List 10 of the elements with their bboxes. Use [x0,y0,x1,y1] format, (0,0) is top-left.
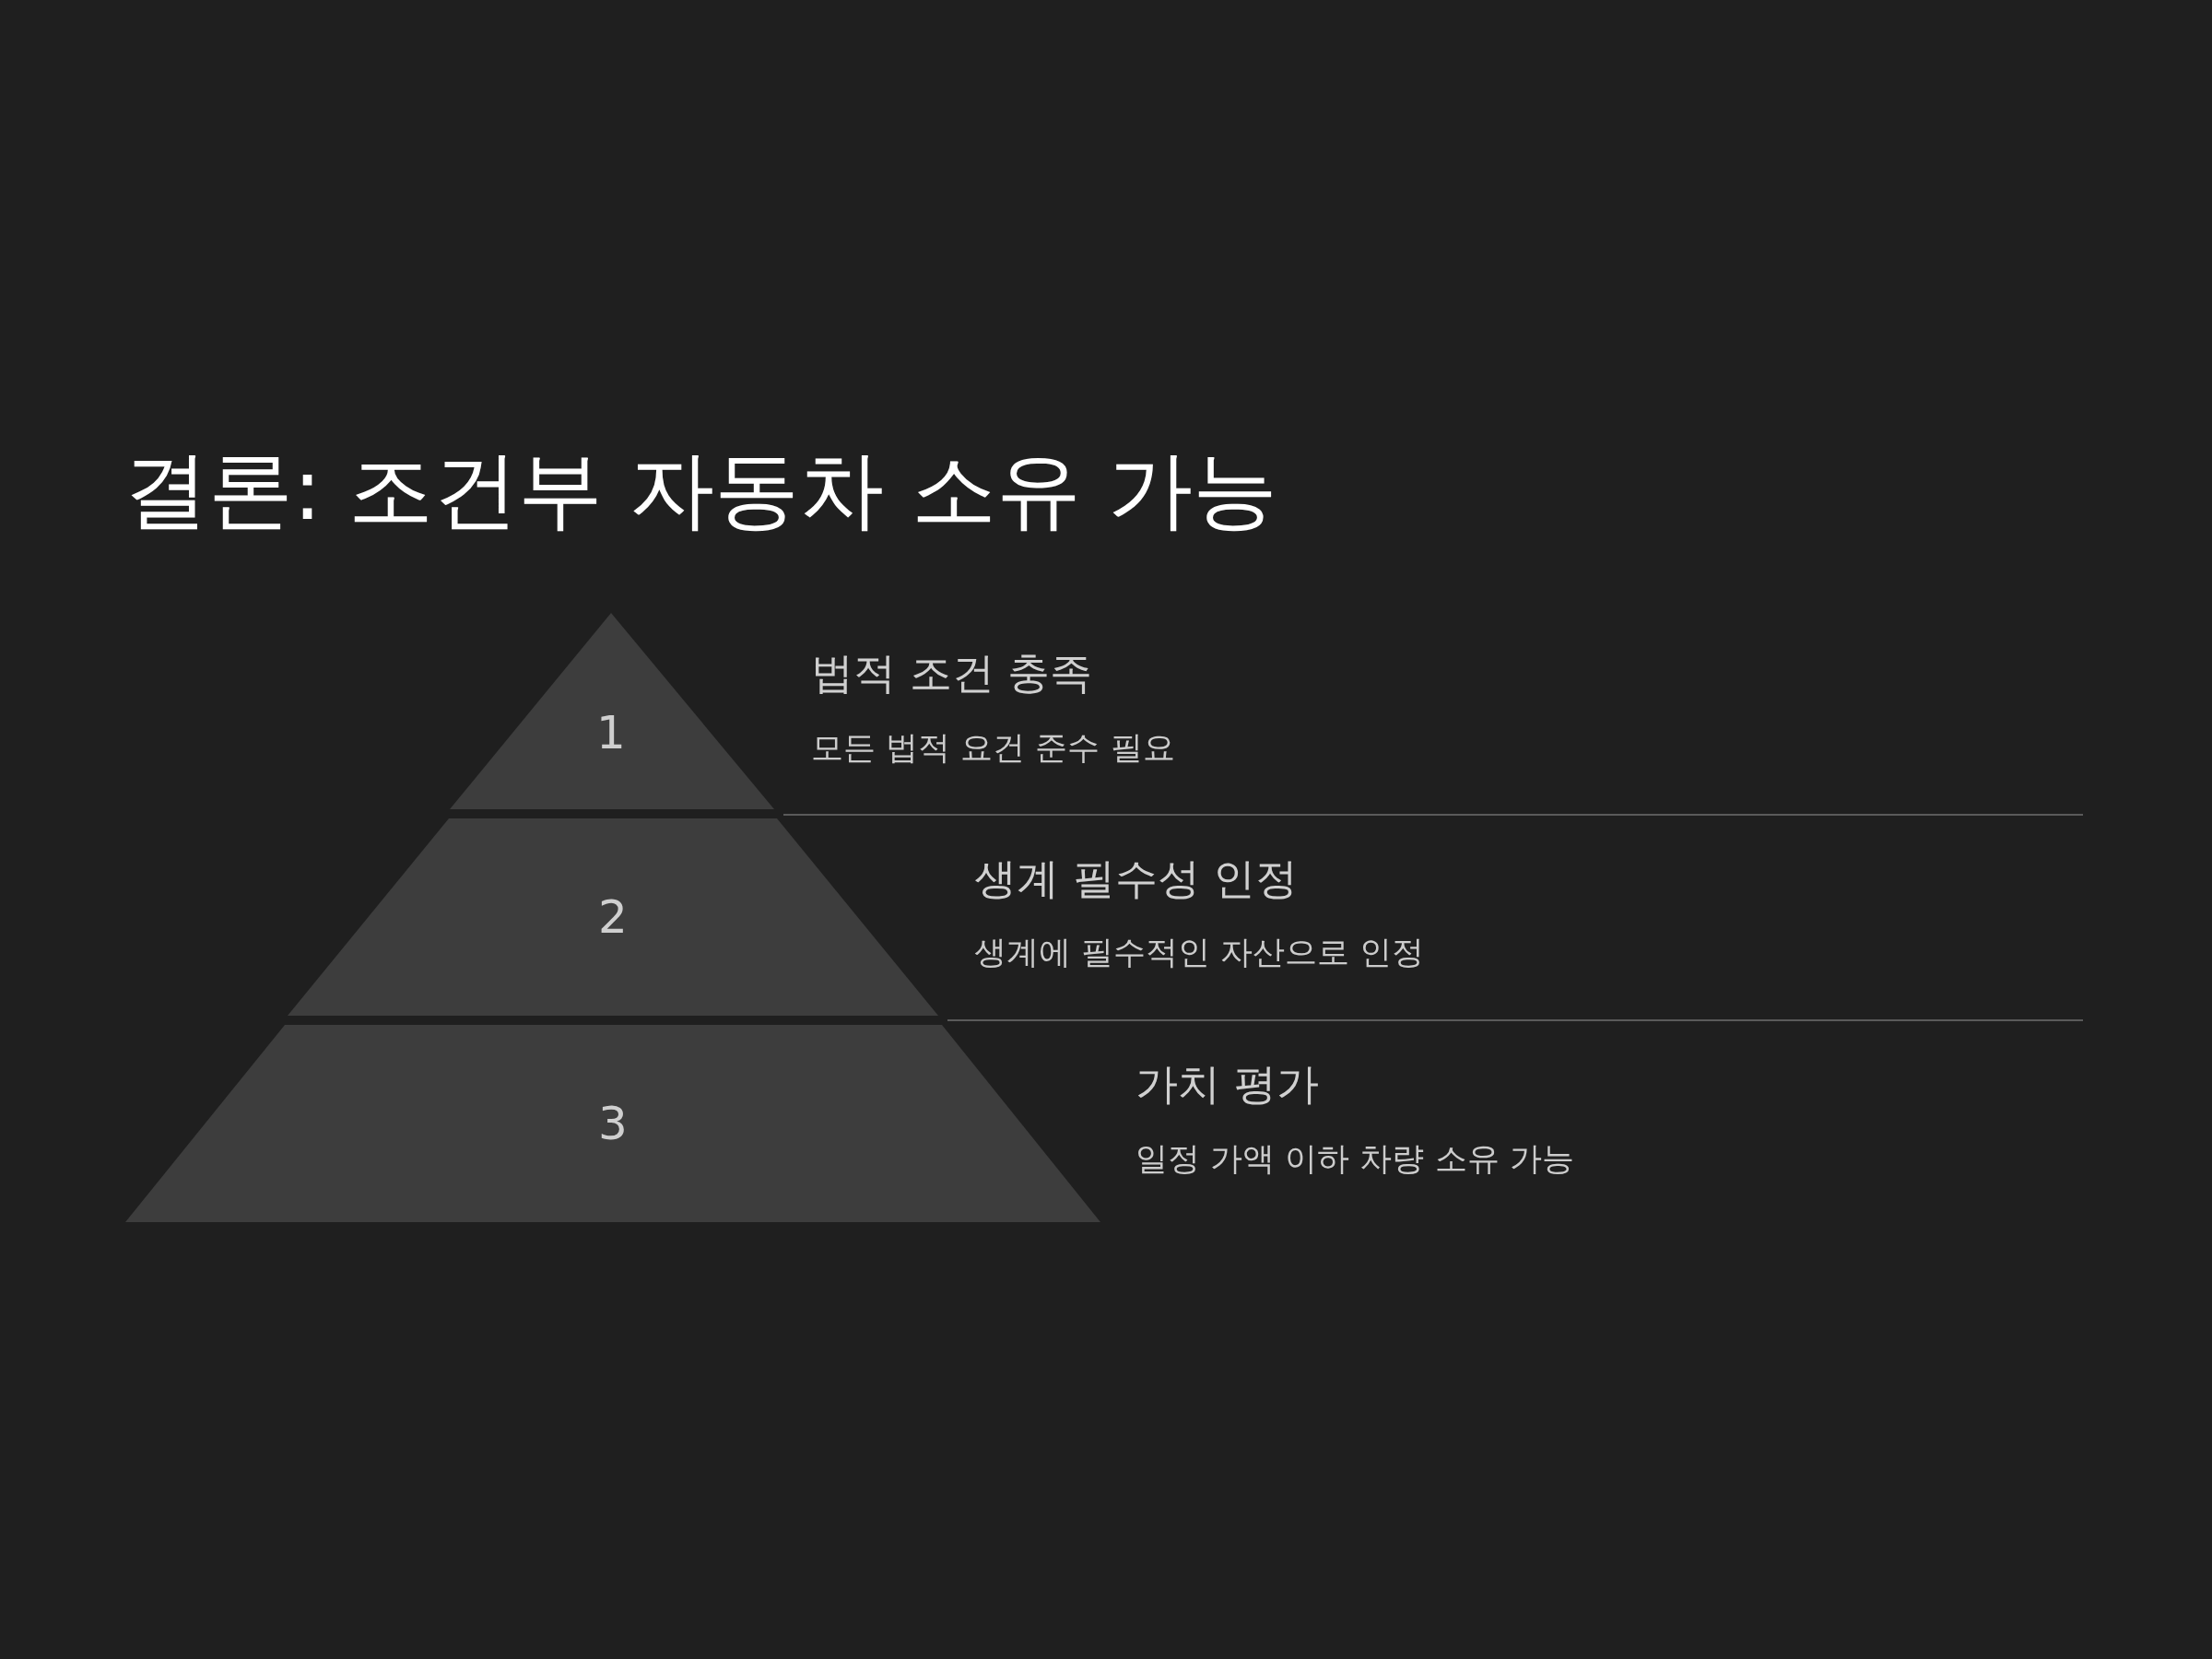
level-description: 일정 가액 이하 차량 소유 가능 [1135,1139,1574,1179]
level-number: 2 [598,890,628,944]
level-description: 모든 법적 요건 준수 필요 [811,728,1175,768]
level-number: 1 [596,706,626,759]
level-description: 생계에 필수적인 자산으로 인정 [974,933,1425,972]
level-heading: 생계 필수성 인정 [974,853,1299,905]
slide-title: 결론: 조건부 자동차 소유 가능 [124,440,1277,541]
level-heading: 가치 평가 [1135,1058,1319,1111]
level-number: 3 [598,1097,628,1150]
level-heading: 법적 조건 충족 [811,647,1093,700]
